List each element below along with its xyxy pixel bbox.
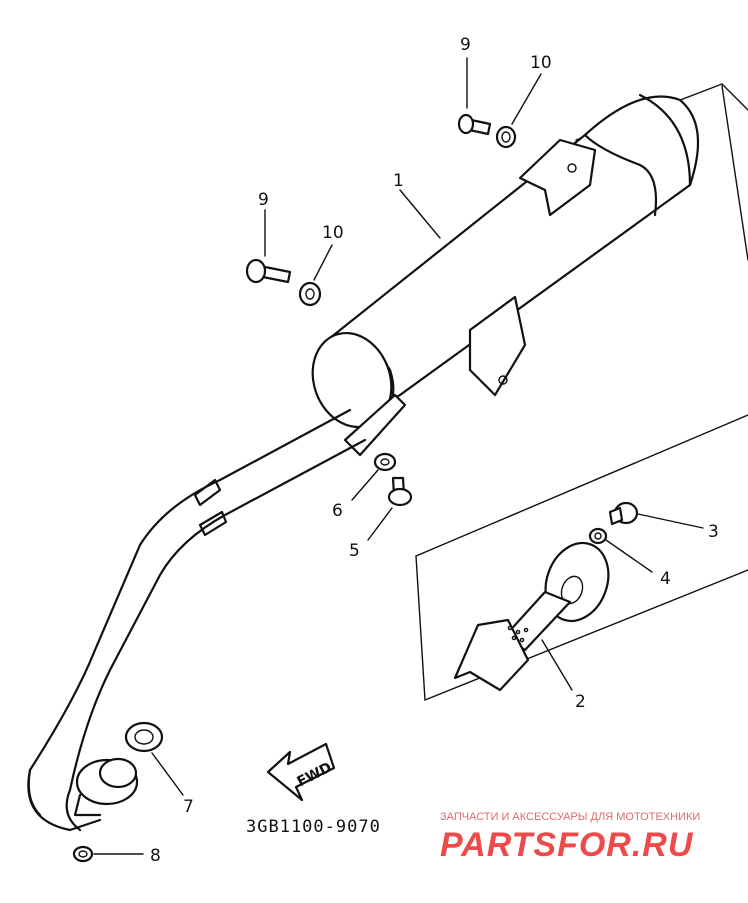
callout-1: 1 bbox=[393, 171, 404, 191]
gasket bbox=[124, 721, 164, 753]
watermark-brand: PARTSFOR.RU bbox=[440, 826, 694, 864]
callout-10-mid: 10 bbox=[322, 223, 344, 243]
muffler-body bbox=[311, 93, 700, 429]
bolt-mid bbox=[245, 258, 292, 284]
bolt-5 bbox=[387, 476, 413, 507]
callout-9-top: 9 bbox=[460, 35, 471, 55]
bolt-3 bbox=[608, 501, 639, 526]
callout-5: 5 bbox=[349, 541, 360, 561]
callout-10-top: 10 bbox=[530, 53, 552, 73]
front-bracket bbox=[343, 393, 407, 457]
callout-3: 3 bbox=[708, 522, 719, 542]
callout-2: 2 bbox=[575, 692, 586, 712]
fwd-arrow: FWD bbox=[266, 742, 336, 802]
callout-4: 4 bbox=[660, 569, 671, 589]
washer-6 bbox=[373, 452, 397, 472]
exhaust-flange bbox=[73, 757, 139, 817]
bolt-top bbox=[457, 113, 492, 136]
middle-bracket bbox=[468, 295, 527, 397]
leader-lines bbox=[93, 57, 704, 855]
spark-arrester bbox=[453, 541, 610, 692]
callout-6: 6 bbox=[332, 501, 343, 521]
watermark-subtitle: ЗАПЧАСТИ И АКСЕССУАРЫ ДЛЯ МОТОТЕХНИКИ bbox=[440, 811, 700, 823]
exhaust-pipe bbox=[27, 408, 367, 832]
callout-8: 8 bbox=[150, 846, 161, 866]
washer-mid bbox=[298, 281, 322, 307]
rear-bracket bbox=[518, 138, 597, 217]
callout-7: 7 bbox=[183, 797, 194, 817]
callout-9-mid: 9 bbox=[258, 190, 269, 210]
washer-top bbox=[495, 125, 517, 149]
washer-4 bbox=[588, 527, 608, 545]
nut bbox=[72, 845, 94, 863]
part-code: 3GB1100-9070 bbox=[246, 817, 381, 837]
